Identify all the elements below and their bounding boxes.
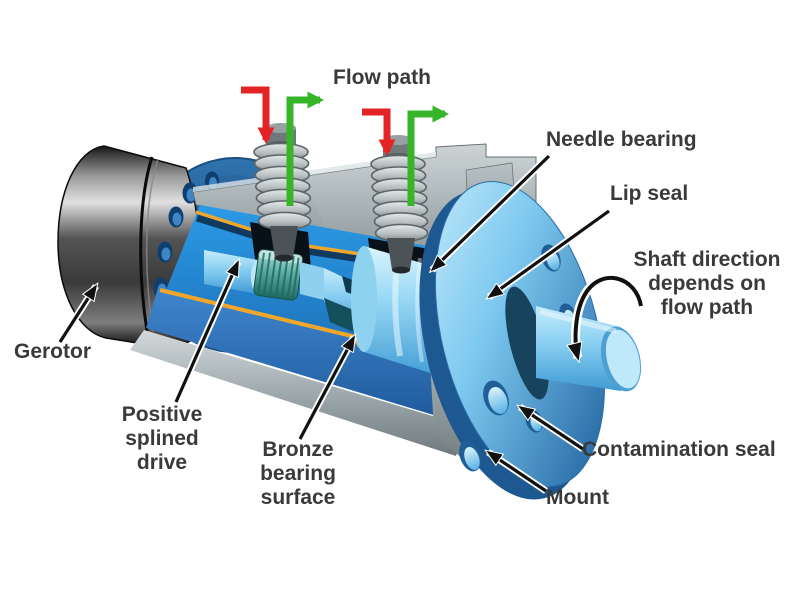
shaft-rotation-arrow — [576, 273, 646, 358]
bottom-wall-blue — [146, 288, 462, 420]
label-flow-path: Flow path — [333, 66, 431, 89]
label-shaft-direction-line1: Shaft direction — [633, 248, 781, 271]
label-lip-seal: Lip seal — [610, 182, 689, 205]
label-mount: Mount — [546, 486, 609, 509]
leader-contamination-seal — [520, 404, 585, 452]
leader-positive-splined-drive — [172, 262, 242, 404]
leader-mount — [488, 449, 548, 494]
flow-in-arrow-left — [241, 86, 275, 144]
flow-out-arrow-left — [286, 91, 324, 206]
label-positive-splined-drive-line1: Positive — [121, 403, 203, 426]
label-gerotor: Gerotor — [14, 340, 92, 363]
housing-bottom-band — [130, 330, 466, 456]
flow-out-arrow-right — [407, 105, 449, 206]
label-shaft-direction-line3: flow path — [660, 296, 754, 319]
label-bronze-bearing-surface-line1: Bronze — [262, 438, 334, 461]
label-bronze-bearing-surface-line3: surface — [260, 486, 336, 509]
inlet-port-fitting-left — [253, 123, 312, 262]
label-bronze-bearing-surface: Bronze bearing surface — [228, 438, 368, 510]
label-shaft-direction-line2: depends on — [648, 272, 766, 295]
label-contamination-seal: Contamination seal — [582, 438, 776, 461]
label-shaft-direction: Shaft direction depends on flow path — [612, 248, 800, 320]
label-positive-splined-drive-line2: splined — [125, 427, 199, 450]
label-positive-splined-drive-line3: drive — [136, 451, 188, 474]
leader-gerotor — [57, 286, 99, 344]
label-needle-bearing: Needle bearing — [546, 128, 697, 151]
leader-needle-bearing — [432, 153, 552, 270]
label-bronze-bearing-surface-line2: bearing — [260, 462, 336, 485]
flow-in-arrow-right — [362, 108, 396, 156]
leader-bronze-bearing-surface — [296, 337, 358, 441]
label-positive-splined-drive: Positive splined drive — [92, 403, 232, 475]
leader-lip-seal — [489, 208, 612, 300]
